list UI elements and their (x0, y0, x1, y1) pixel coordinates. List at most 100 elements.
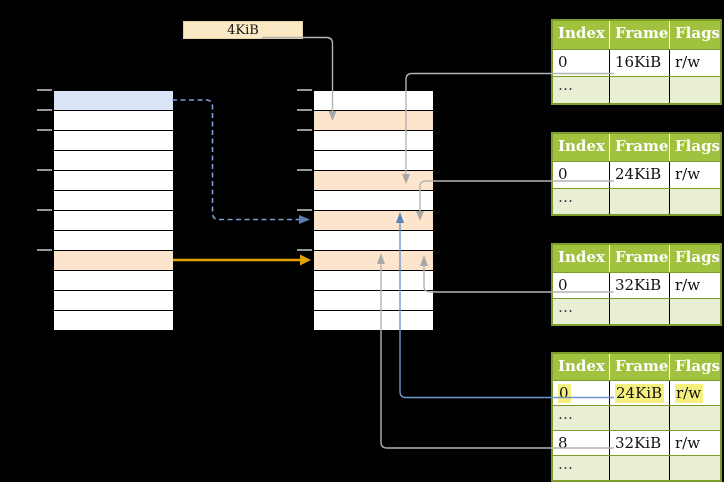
address-tick (297, 209, 312, 211)
column-header-frame: Frame (609, 245, 669, 272)
physical-frame-row-2 (314, 131, 433, 151)
table-cell (609, 188, 669, 214)
page-table-4-row-1: … (553, 405, 720, 430)
arrowhead-virtual-page8 (300, 254, 311, 266)
table-cell: r/w (669, 273, 720, 298)
page-table-4-row-3: … (553, 455, 720, 480)
physical-memory-table (313, 90, 434, 331)
table-cell (609, 299, 669, 324)
arrow-virtual-page0-dashed (172, 99, 299, 221)
table-cell (669, 299, 720, 324)
table-cell (669, 77, 720, 103)
table-cell: … (558, 456, 573, 473)
virtual-page-row-2 (54, 131, 173, 151)
page-table-2-row-1: … (553, 187, 720, 214)
virtual-page-row-9 (54, 271, 173, 291)
address-tick (297, 109, 312, 111)
address-tick (297, 89, 312, 91)
virtual-page-row-1 (54, 111, 173, 131)
column-header-flags: Flags (669, 21, 720, 49)
page-table-1-row-1: … (553, 76, 720, 103)
table-cell: 24KiB (609, 381, 669, 405)
address-tick (37, 209, 52, 211)
virtual-page-row-8 (54, 251, 173, 271)
table-cell (669, 188, 720, 214)
address-tick (37, 249, 52, 251)
page-size-label: 4KiB (183, 21, 303, 39)
highlighted-value: 0 (558, 384, 571, 403)
address-tick (37, 169, 52, 171)
address-tick (297, 169, 312, 171)
table-cell: r/w (669, 431, 720, 455)
physical-frame-row-8 (314, 251, 433, 271)
table-cell (609, 456, 669, 480)
address-tick (297, 249, 312, 251)
column-header-index: Index (558, 24, 605, 42)
virtual-page-row-6 (54, 211, 173, 231)
physical-frame-row-1 (314, 111, 433, 131)
physical-frame-row-9 (314, 271, 433, 291)
column-header-flags: Flags (669, 134, 720, 161)
column-header-frame: Frame (609, 134, 669, 161)
address-tick (37, 109, 52, 111)
virtual-page-row-7 (54, 231, 173, 251)
virtual-page-row-0 (54, 91, 173, 111)
virtual-page-row-10 (54, 291, 173, 311)
highlighted-value: r/w (675, 384, 704, 403)
table-cell: 8 (558, 434, 568, 452)
column-header-index: Index (558, 137, 605, 155)
physical-frame-row-3 (314, 151, 433, 171)
column-header-frame: Frame (609, 354, 669, 380)
column-header-index: Index (558, 248, 605, 266)
virtual-page-row-3 (54, 151, 173, 171)
table-cell: 0 (558, 276, 568, 294)
table-cell: r/w (669, 50, 720, 76)
column-header-index: Index (558, 357, 605, 375)
table-cell (669, 406, 720, 430)
table-cell: 0 (553, 381, 609, 405)
physical-frame-row-11 (314, 311, 433, 330)
table-cell (609, 77, 669, 103)
page-table-4-row-0: 0 24KiB r/w (553, 380, 720, 405)
table-cell: … (558, 188, 573, 206)
physical-frame-row-5 (314, 191, 433, 211)
virtual-page-row-4 (54, 171, 173, 191)
arrowhead-virtual-page0 (299, 215, 310, 224)
virtual-page-row-11 (54, 311, 173, 330)
table-cell: … (558, 299, 573, 316)
page-size-text: 4KiB (227, 22, 259, 38)
table-cell: r/w (669, 162, 720, 188)
table-cell: 0 (558, 53, 568, 71)
table-cell (669, 456, 720, 480)
table-cell: r/w (669, 381, 720, 405)
physical-frame-row-7 (314, 231, 433, 251)
column-header-flags: Flags (669, 245, 720, 272)
table-cell: 24KiB (609, 162, 669, 188)
physical-frame-row-6 (314, 211, 433, 231)
physical-frame-row-0 (314, 91, 433, 111)
physical-frame-row-4 (314, 171, 433, 191)
table-cell: 16KiB (609, 50, 669, 76)
column-header-frame: Frame (609, 21, 669, 49)
address-tick (37, 129, 52, 131)
page-table-3-row-1: … (553, 298, 720, 324)
address-tick (37, 89, 52, 91)
table-cell: 32KiB (609, 273, 669, 298)
table-cell (609, 406, 669, 430)
table-cell: … (558, 406, 573, 423)
highlighted-value: 24KiB (615, 384, 665, 403)
table-cell: 0 (558, 165, 568, 183)
virtual-memory-table (53, 90, 174, 331)
column-header-flags: Flags (669, 354, 720, 380)
